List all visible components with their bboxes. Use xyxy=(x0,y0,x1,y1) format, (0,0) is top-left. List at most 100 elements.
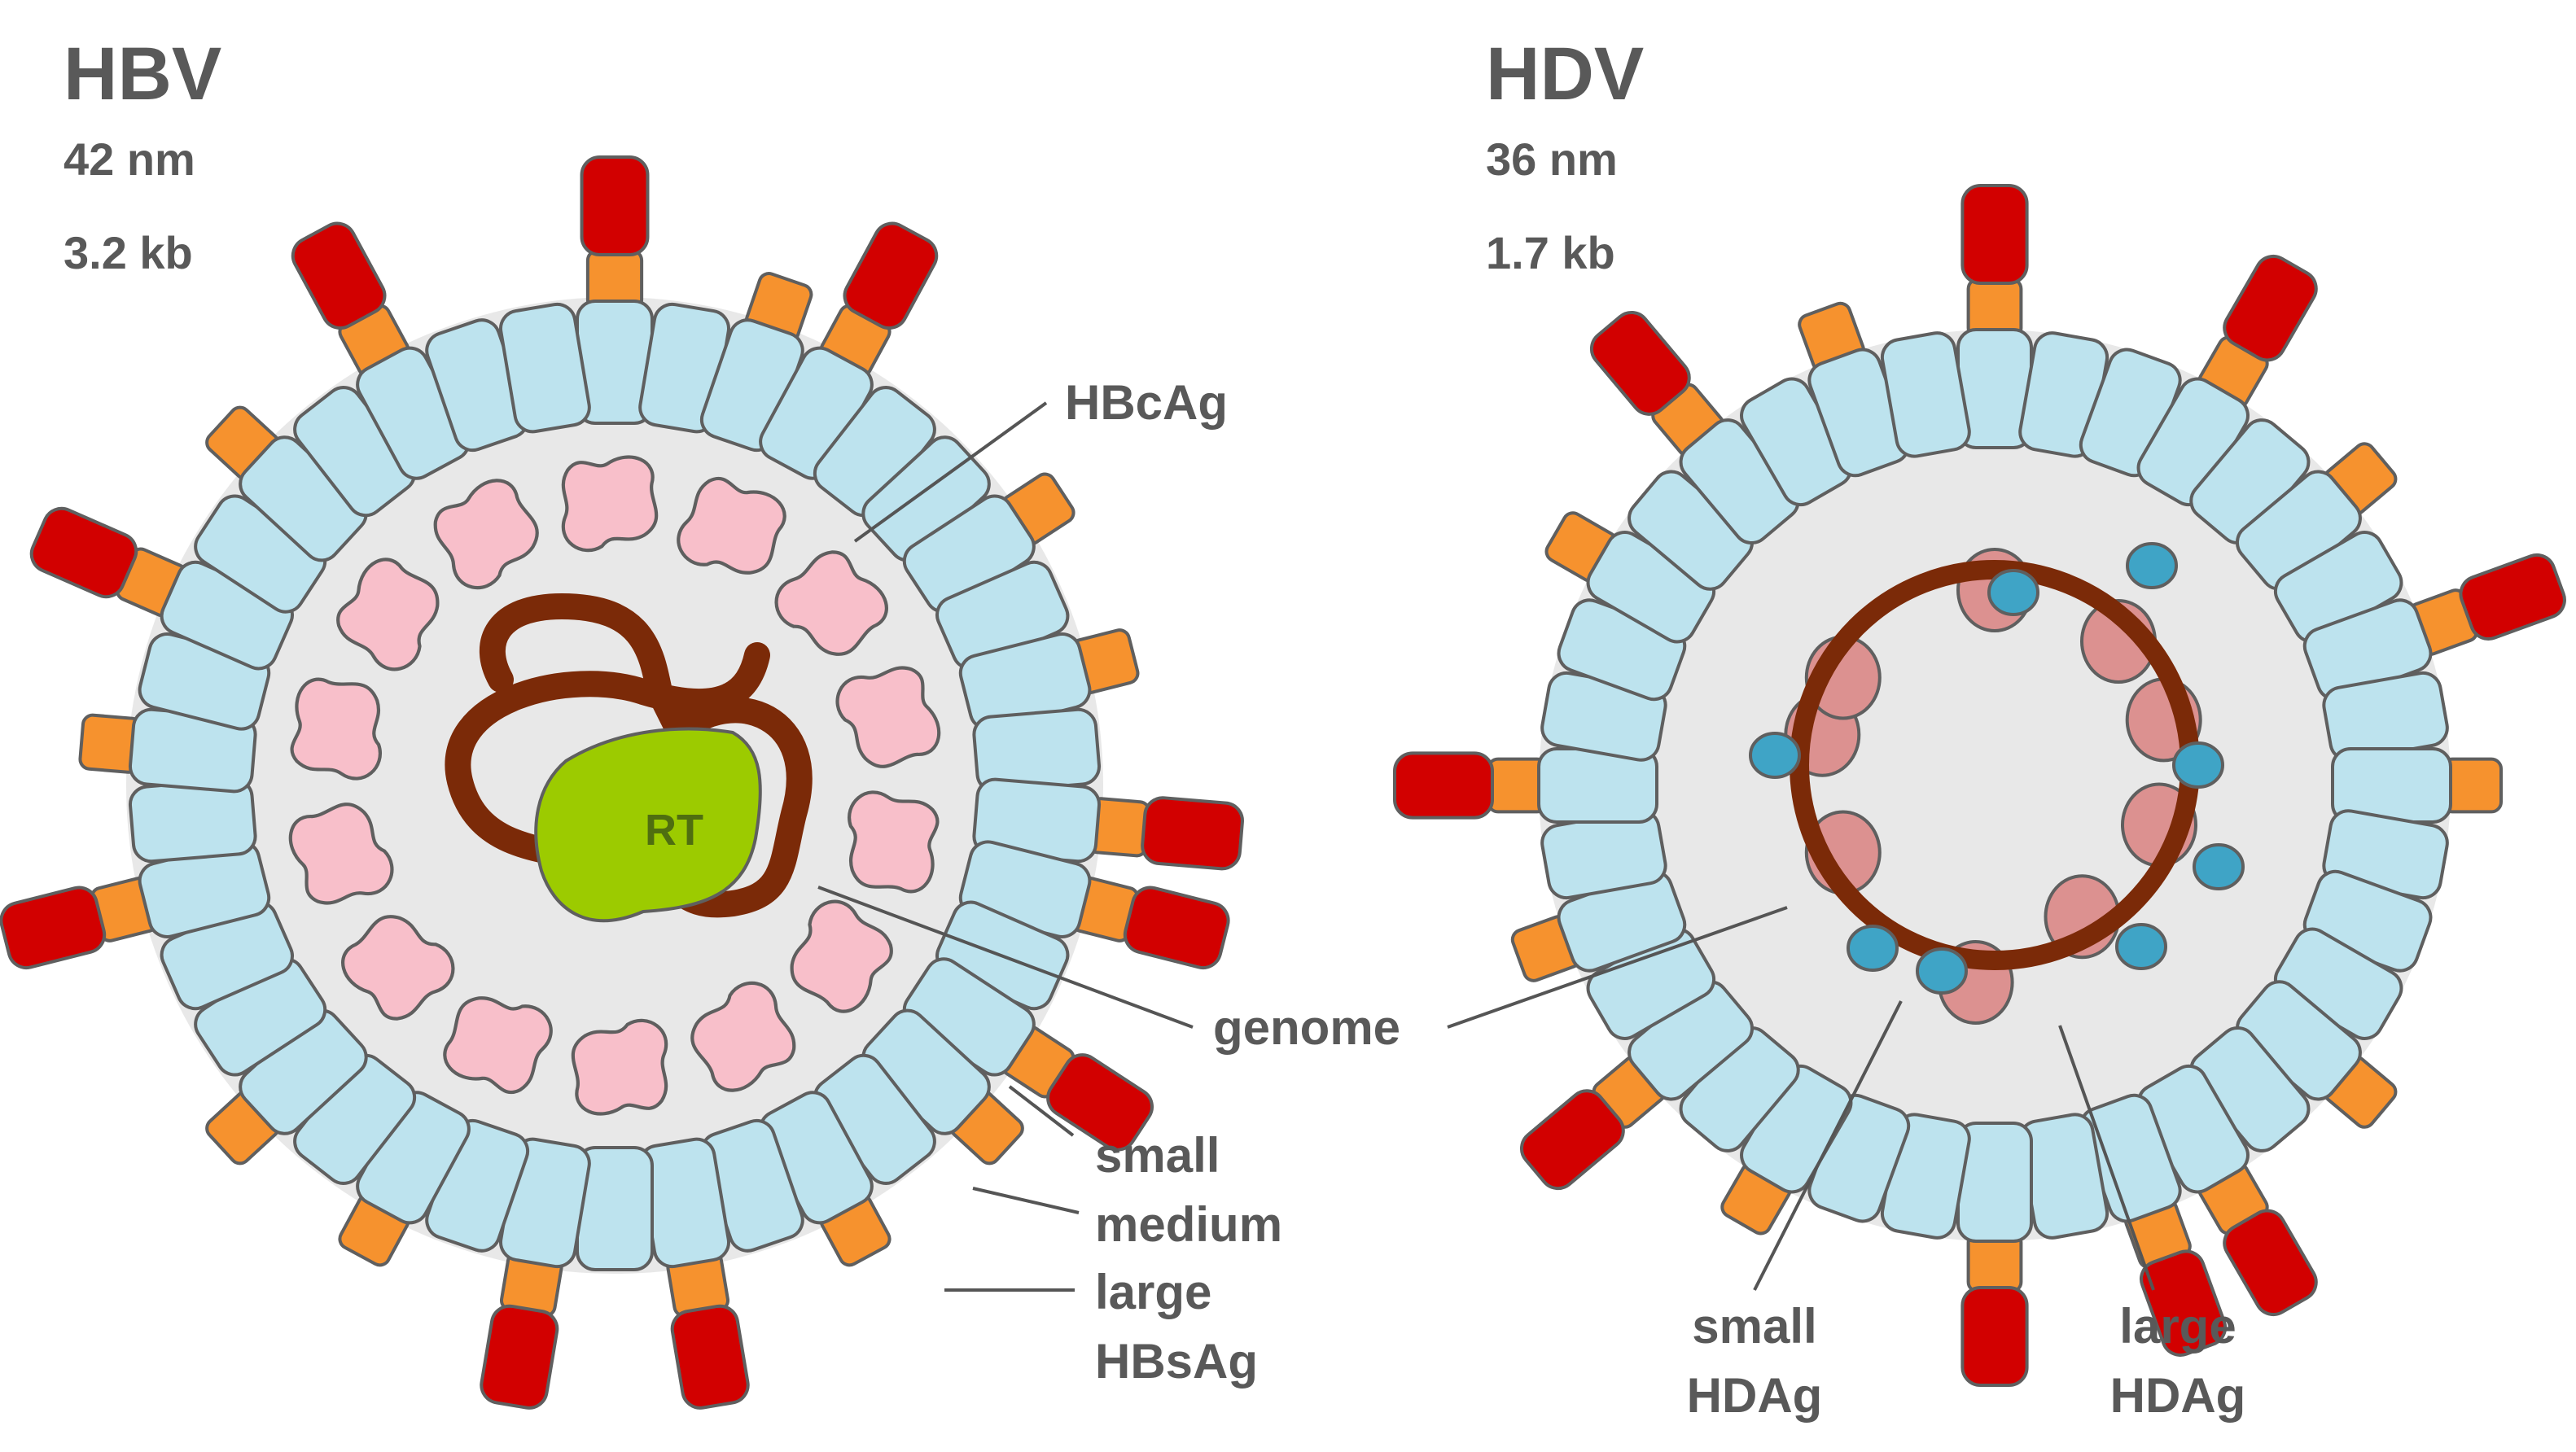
genome-label: genome xyxy=(1213,1000,1400,1055)
hbv-large-hbsag xyxy=(1123,886,1230,970)
hdv-surface-unit xyxy=(1589,310,1800,545)
small-hdag-protein xyxy=(1987,569,2039,616)
hdv-surface-unit xyxy=(1510,869,1687,982)
medium-hbsag-leader xyxy=(972,1187,1080,1214)
hbv-surface-unit xyxy=(29,506,294,671)
small-label: small xyxy=(1095,1128,1220,1183)
hdv-surface-unit xyxy=(1956,1122,2033,1387)
hdv-title: HDV xyxy=(1486,33,1644,116)
hdv-surface-unit xyxy=(2136,254,2318,507)
hdv-large-hbsag xyxy=(1519,1089,1625,1191)
hdv-large-hbsag xyxy=(2459,553,2566,641)
hdv-surface-layer xyxy=(1393,184,2566,1387)
hbv-surface-unit xyxy=(78,707,257,794)
hbcag-protein xyxy=(336,558,440,671)
small-hdag-protein xyxy=(1749,732,1801,779)
hbcag-protein xyxy=(443,996,553,1095)
hbcag-protein xyxy=(835,666,941,768)
hbv-large-hbsag xyxy=(843,221,939,330)
hbsag-label: HBsAg xyxy=(1095,1334,1258,1389)
hbv-surface-unit xyxy=(0,840,271,970)
hbcag-protein xyxy=(433,479,539,590)
hbv-surface-unit xyxy=(499,302,591,434)
hdv-genome-leader xyxy=(1447,906,1788,1029)
hbv-large-hbsag xyxy=(670,1304,750,1410)
hdv-large-hbsag xyxy=(2140,1249,2228,1357)
hbv-small-hbsag xyxy=(499,302,591,434)
small-hdag-label-line2: HDAg xyxy=(1687,1368,1823,1423)
hbcag-protein xyxy=(561,455,659,553)
rt-enzyme xyxy=(534,727,762,923)
hbv-genome-strand xyxy=(445,593,813,918)
small-hdag-protein xyxy=(2172,741,2224,789)
hdv-surface-unit xyxy=(1393,747,1658,824)
hbv-surface-unit xyxy=(291,221,471,480)
hbcag-protein xyxy=(341,915,455,1021)
hdv-surface-unit xyxy=(2331,747,2503,824)
small-hdag-protein xyxy=(2193,843,2245,890)
hbv-surface-unit xyxy=(638,1137,750,1410)
hbv-surface-unit xyxy=(759,221,939,480)
hbcag-protein xyxy=(848,790,940,894)
large-label: large xyxy=(1095,1265,1211,1319)
hdv-surface-unit xyxy=(1956,184,2033,449)
hbcag-protein xyxy=(571,1018,668,1116)
leader-lines xyxy=(817,401,2155,1292)
hdv-large-hbsag xyxy=(2223,254,2318,362)
hbv-surface-unit xyxy=(958,628,1140,731)
hdv-genome-length: 1.7 kb xyxy=(1486,227,1615,278)
hbv-capsid xyxy=(288,455,941,1116)
hbv-surface-unit xyxy=(205,405,368,562)
small-hbsag-leader xyxy=(1008,1085,1075,1137)
rt-label: RT xyxy=(645,806,703,855)
hbv-large-hbsag xyxy=(580,155,650,256)
hdv-small-hbsag xyxy=(1880,331,1971,458)
hbv-surface-unit xyxy=(759,1091,892,1267)
hbv-genome-length: 3.2 kb xyxy=(64,227,193,278)
hbv-surface-unit xyxy=(205,1008,368,1166)
hbv-large-hbsag xyxy=(1141,796,1244,871)
hbcag-protein xyxy=(774,550,888,656)
large-hdag-label-line1: large xyxy=(2119,1299,2236,1354)
hdv-surface-unit xyxy=(1880,331,1971,458)
hbv-surface-layer xyxy=(0,155,1244,1410)
hbv-surface-unit xyxy=(902,957,1154,1152)
medium-label: medium xyxy=(1095,1197,1282,1252)
hbv-large-hbsag xyxy=(291,221,387,330)
hbv-large-hbsag xyxy=(1046,1053,1154,1152)
hbcag-leader xyxy=(853,401,1048,543)
hbv-genome-group: RT xyxy=(445,593,813,923)
hdv-surface-unit xyxy=(2302,553,2566,702)
hdv-size: 36 nm xyxy=(1486,133,1618,185)
hbv-surface-unit xyxy=(576,155,654,425)
hdv-surface-unit xyxy=(2136,1064,2318,1317)
hbv-large-hbsag xyxy=(29,506,138,599)
hbv-size: 42 nm xyxy=(64,133,195,185)
hdv-surface-unit xyxy=(1519,980,1755,1191)
hdv-surface-unit xyxy=(1544,511,1716,644)
hdv-large-hbsag xyxy=(1960,1286,2029,1387)
hbv-large-hbsag xyxy=(480,1304,559,1410)
hdv-large-hbsag xyxy=(1393,751,1494,820)
hbv-genome-leader xyxy=(817,886,1194,1029)
hbv-surface-unit xyxy=(972,777,1244,871)
small-hdag-protein xyxy=(1847,925,1899,972)
hdv-small-antigens xyxy=(1749,542,2245,995)
hbcag-protein xyxy=(288,803,394,905)
hdv-particle xyxy=(1393,184,2566,1387)
hdv-surface-unit xyxy=(1798,301,1911,478)
small-hdag-leader xyxy=(1753,1000,1903,1291)
hdv-large-hbsag xyxy=(2223,1209,2318,1317)
hdv-large-hbsag xyxy=(1589,310,1691,416)
hdv-large-hbsag xyxy=(1960,184,2029,285)
hbv-surface-unit xyxy=(861,1008,1024,1166)
small-hdag-label-line1: small xyxy=(1692,1299,1816,1354)
hbv-title: HBV xyxy=(64,33,221,116)
hbv-large-hbsag xyxy=(0,886,107,970)
large-hdag-label-line2: HDAg xyxy=(2110,1368,2246,1423)
hdv-surface-unit xyxy=(1720,1064,1853,1236)
small-hdag-protein xyxy=(2115,923,2167,970)
small-hdag-protein xyxy=(1916,947,1968,995)
hdv-surface-unit xyxy=(2235,980,2398,1129)
